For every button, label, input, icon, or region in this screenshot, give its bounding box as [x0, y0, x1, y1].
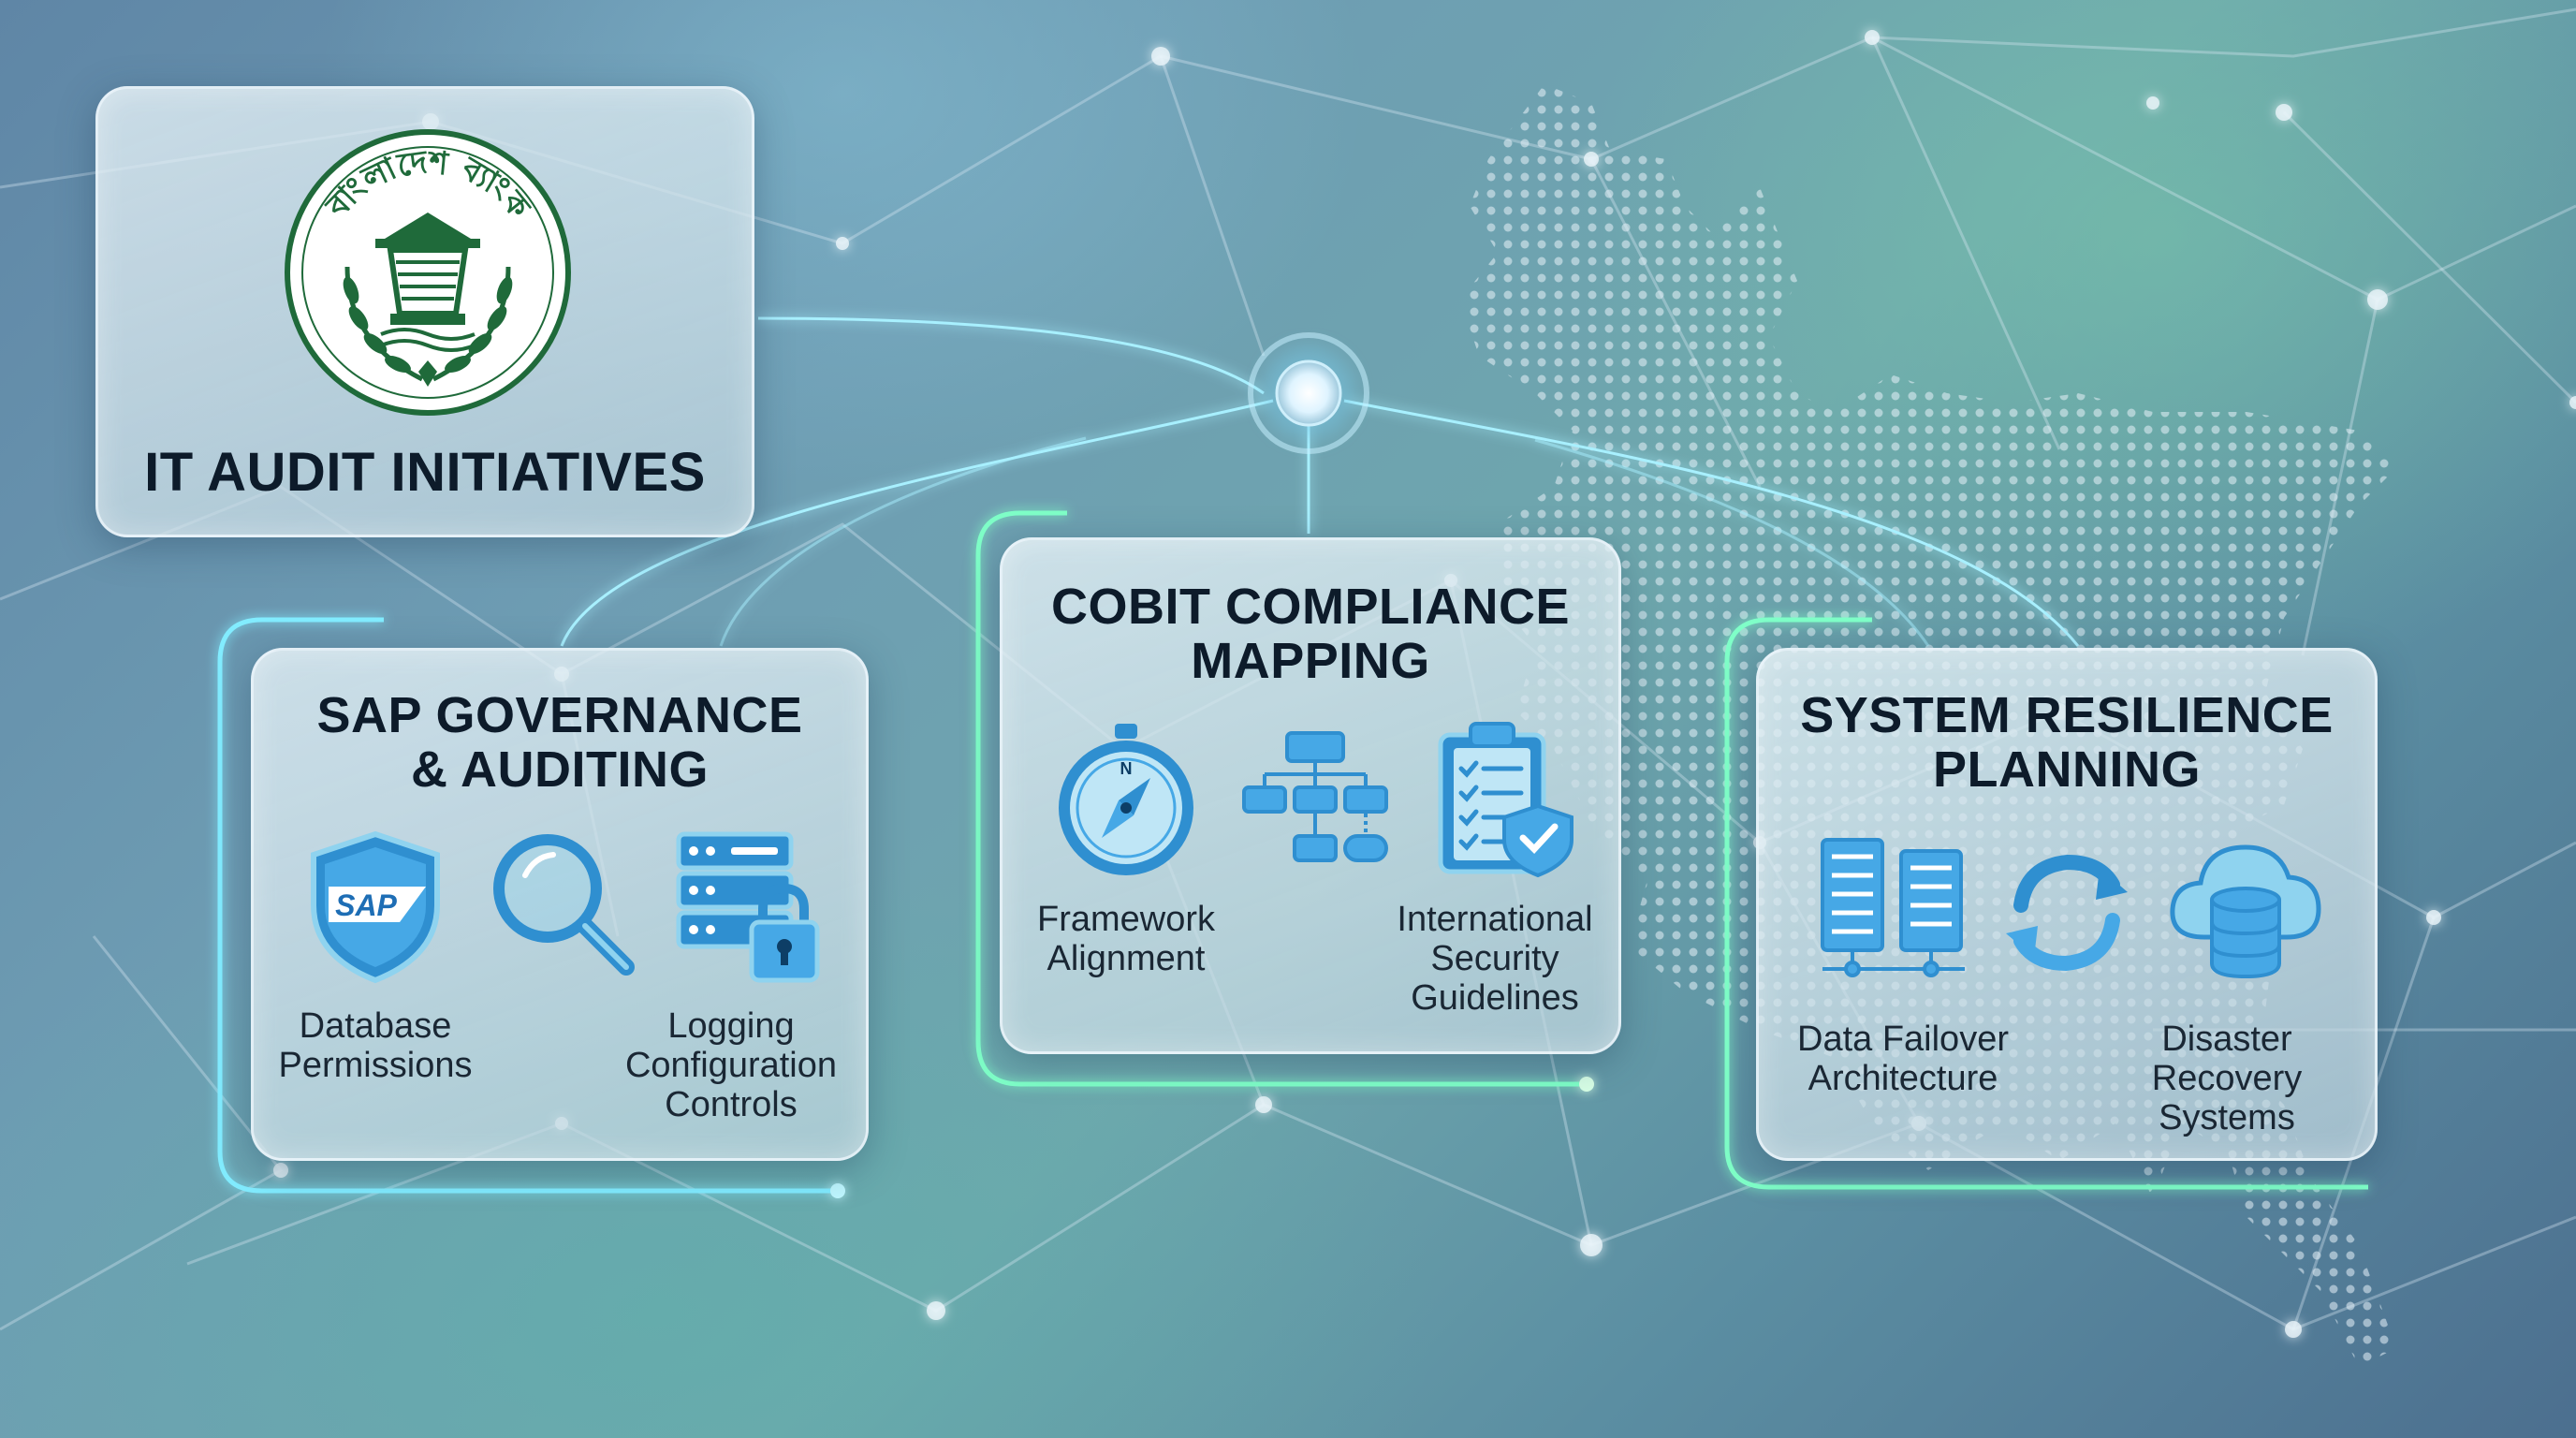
sap-shield-icon: SAP	[311, 830, 440, 984]
label-line: Configuration	[624, 1046, 838, 1085]
org-chart-icon	[1242, 731, 1388, 862]
label-line: Controls	[665, 1085, 798, 1124]
card-title: SYSTEM RESILIENCE PLANNING	[1759, 688, 2375, 797]
card-system-resilience: SYSTEM RESILIENCE PLANNING	[1756, 648, 2378, 1161]
card-title-line2: MAPPING	[1191, 633, 1430, 689]
label-line: Logging	[667, 1006, 795, 1046]
bangladesh-bank-seal-icon: বাংলাদেশ ব্যাংক	[285, 129, 571, 416]
card-title-line1: SAP GOVERNANCE	[316, 687, 803, 743]
label-line: Systems	[2159, 1098, 2295, 1137]
label-line: Framework	[1036, 900, 1216, 939]
magnifier-icon	[493, 834, 635, 976]
label-line: Disaster	[2161, 1020, 2292, 1059]
card-sap-governance: SAP GOVERNANCE & AUDITING SAP D	[251, 648, 869, 1161]
label-line: Architecture	[1808, 1059, 1998, 1098]
label-logging-configuration-controls: Logging Configuration Controls	[609, 1006, 853, 1124]
card-title: COBIT COMPLIANCE MAPPING	[1003, 580, 1618, 688]
card-cobit-compliance: COBIT COMPLIANCE MAPPING N	[1000, 537, 1621, 1054]
card-title-line2: & AUDITING	[411, 741, 709, 798]
compass-letter: N	[1120, 759, 1133, 778]
card-title-line1: SYSTEM RESILIENCE	[1800, 687, 2334, 743]
label-line: International	[1397, 900, 1593, 939]
sap-badge-text: SAP	[335, 888, 397, 922]
label-disaster-recovery-systems: Disaster Recovery Systems	[2133, 1020, 2320, 1137]
hub-connectors	[560, 316, 2080, 647]
header-card: বাংলাদেশ ব্যাংক IT AUDIT INITIATIVES	[95, 86, 754, 537]
label-line: Database	[299, 1006, 452, 1046]
page-title: IT AUDIT INITIATIVES	[144, 442, 706, 503]
card-title-line1: COBIT COMPLIANCE	[1051, 579, 1570, 635]
label-line: Data Failover	[1797, 1020, 2009, 1059]
label-data-failover-architecture: Data Failover Architecture	[1781, 1020, 2025, 1098]
label-line: Security	[1430, 939, 1559, 978]
label-database-permissions: Database Permissions	[263, 1006, 488, 1085]
server-rack-icon	[1821, 838, 1965, 977]
card-title: SAP GOVERNANCE & AUDITING	[254, 688, 866, 797]
glow-frames	[217, 510, 2368, 1198]
card-title-line2: PLANNING	[1933, 741, 2201, 798]
label-framework-alignment: Framework Alignment	[1014, 900, 1238, 978]
label-line: Permissions	[278, 1046, 473, 1085]
compass-icon: N	[1059, 724, 1193, 875]
clipboard-shield-icon	[1438, 722, 1573, 878]
label-line: Alignment	[1046, 939, 1206, 978]
sync-icon	[2006, 854, 2128, 972]
label-line: Recovery	[2151, 1059, 2303, 1098]
hub-node	[1248, 332, 1369, 454]
server-lock-icon	[676, 831, 820, 983]
label-international-security-guidelines: International Security Guidelines	[1373, 900, 1617, 1018]
label-line: Guidelines	[1411, 978, 1579, 1018]
cloud-database-icon	[2170, 844, 2321, 979]
